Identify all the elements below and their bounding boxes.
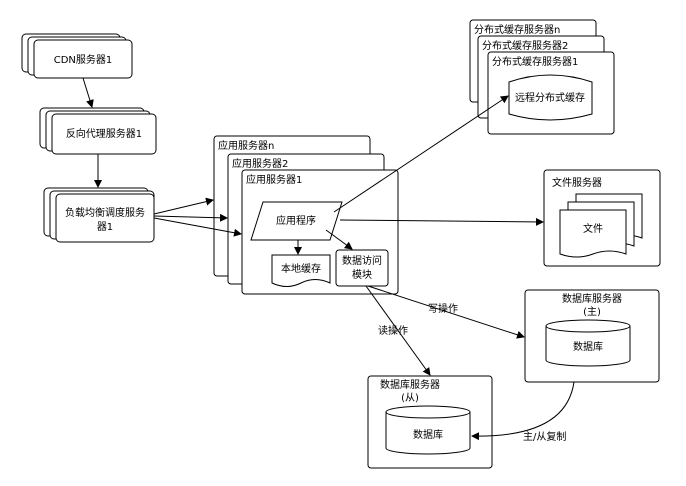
data-access-label-line2: 模块 (352, 269, 372, 281)
app-server-1-label: 应用服务器1 (246, 173, 302, 186)
write-op-label: 写操作 (428, 302, 458, 315)
db-master-label-line2: (主) (583, 306, 601, 318)
db-master-label-line1: 数据库服务器 (562, 292, 622, 305)
remote-cache-label: 远程分布式缓存 (515, 91, 585, 104)
replication-label: 主/从复制 (523, 430, 566, 443)
edge-app-to-file-server (339, 217, 544, 226)
db-slave-label-line1: 数据库服务器 (380, 378, 440, 391)
db-master-db-label: 数据库 (573, 340, 603, 353)
distributed-cache-stack: 分布式缓存服务器n 分布式缓存服务器2 分布式缓存服务器1 远程分布式缓存 (469, 19, 615, 135)
file-document-shape (559, 209, 627, 258)
data-access-label-line1: 数据访问 (342, 254, 382, 267)
dist-cache-2-label: 分布式缓存服务器2 (482, 39, 568, 52)
cdn-server-label: CDN服务器1 (54, 53, 113, 66)
file-server: 文件服务器 文件 (543, 169, 661, 267)
edge-read-from-slave (365, 285, 431, 376)
edge-master-slave-replication (471, 381, 575, 441)
load-balancer-stack: 负载均衡调度服务 器1 (43, 187, 155, 243)
db-master-server: 数据库服务器 (主) 数据库 (524, 289, 660, 383)
edge-app-to-data-access (325, 229, 353, 250)
dist-cache-1-label: 分布式缓存服务器1 (492, 55, 578, 68)
db-slave-server: 数据库服务器 (从) 数据库 (367, 375, 493, 469)
load-balancer-label-line1: 负载均衡调度服务 (65, 206, 145, 219)
app-program-shape (250, 201, 343, 241)
read-op-label: 读操作 (378, 324, 408, 337)
reverse-proxy-label: 反向代理服务器1 (66, 127, 142, 140)
dist-cache-n-label: 分布式缓存服务器n (474, 23, 560, 36)
file-document-label: 文件 (583, 222, 603, 235)
data-access-module-box (335, 249, 389, 287)
app-server-n-label: 应用服务器n (218, 139, 274, 152)
edge-lb-to-app-2 (153, 213, 228, 222)
db-slave-label-line2: (从) (401, 393, 419, 404)
local-cache-label: 本地缓存 (281, 262, 321, 275)
db-master-cylinder (545, 326, 631, 367)
app-server-stack: 应用服务器n 应用服务器2 应用服务器1 应用程序 本地缓存 数据访问 模块 (213, 135, 399, 295)
edge-lb-to-app-n (153, 197, 214, 215)
app-program-label: 应用程序 (276, 214, 316, 227)
edge-lb-to-app-1 (153, 217, 242, 237)
load-balancer-label-line2: 器1 (97, 221, 113, 233)
edge-cdn-to-proxy (82, 77, 94, 108)
app-server-2-label: 应用服务器2 (232, 157, 288, 170)
cdn-server-stack: CDN服务器1 (21, 33, 133, 79)
edge-write-to-master (367, 285, 525, 339)
remote-cache-shape (508, 74, 593, 121)
file-server-label: 文件服务器 (552, 176, 602, 189)
edge-app-to-remote-cache (333, 95, 509, 213)
local-cache-shape (271, 254, 331, 287)
db-slave-cylinder (385, 412, 471, 455)
db-slave-db-label: 数据库 (413, 428, 443, 441)
reverse-proxy-stack: 反向代理服务器1 (39, 107, 157, 155)
edges (82, 77, 575, 441)
